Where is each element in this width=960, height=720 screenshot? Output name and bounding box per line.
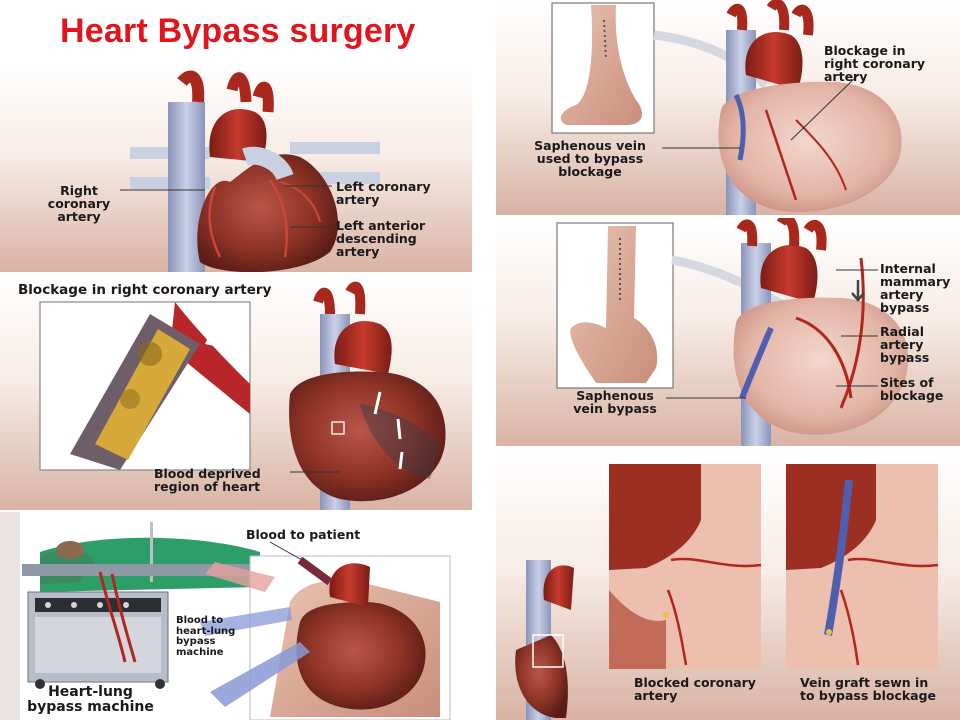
- panel-saphenous-leg: Blockage in right coronary artery Saphen…: [496, 0, 960, 215]
- blockage-heading: Blockage in right coronary artery: [18, 282, 272, 298]
- label-blood-deprived-region: Blood deprived region of heart: [154, 466, 261, 494]
- label-right-coronary-artery: Right coronary artery: [47, 183, 111, 224]
- blockage-illustration: [0, 274, 472, 510]
- panel-blockage: Blockage in right coronary artery Blood …: [0, 274, 472, 510]
- heart-anatomy-illustration: [0, 62, 472, 272]
- label-radial-artery-bypass: Radial artery bypass: [880, 324, 930, 365]
- label-blood-to-patient: Blood to patient: [246, 527, 361, 542]
- label-blocked-coronary-artery: Blocked coronary artery: [634, 675, 756, 703]
- label-blockage-right-coronary: Blockage in right coronary artery: [824, 43, 926, 84]
- saphenous-leg-illustration: [496, 0, 960, 215]
- label-left-anterior-descending-artery: Left anterior descending artery: [336, 218, 426, 259]
- label-saphenous-vein-used: Saphenous vein used to bypass blockage: [534, 138, 646, 179]
- graft-illustration: [496, 450, 960, 720]
- panel-arm-bypass: Internal mammary artery bypass Radial ar…: [496, 218, 960, 446]
- label-left-coronary-artery: Left coronary artery: [336, 179, 431, 207]
- panel-heart-lung-machine: Blood to patient Blood to heart-lung byp…: [0, 512, 472, 720]
- arm-bypass-illustration: [496, 218, 960, 446]
- page-title: Heart Bypass surgery: [60, 12, 416, 50]
- label-vein-graft: Vein graft sewn in to bypass blockage: [800, 675, 937, 703]
- panel-graft: Blocked coronary artery Vein graft sewn …: [496, 450, 960, 720]
- label-blood-to-machine: Blood to heart-lung bypass machine: [176, 615, 236, 658]
- heart-lung-machine-illustration: [0, 512, 472, 720]
- panel-coronary-anatomy: Right coronary artery Left coronary arte…: [0, 62, 472, 272]
- label-sites-of-blockage: Sites of blockage: [880, 375, 944, 403]
- label-internal-mammary-bypass: Internal mammary artery bypass: [880, 261, 951, 315]
- label-heart-lung-machine: Heart-lung bypass machine: [27, 684, 154, 715]
- label-saphenous-vein-bypass: Saphenous vein bypass: [573, 388, 657, 416]
